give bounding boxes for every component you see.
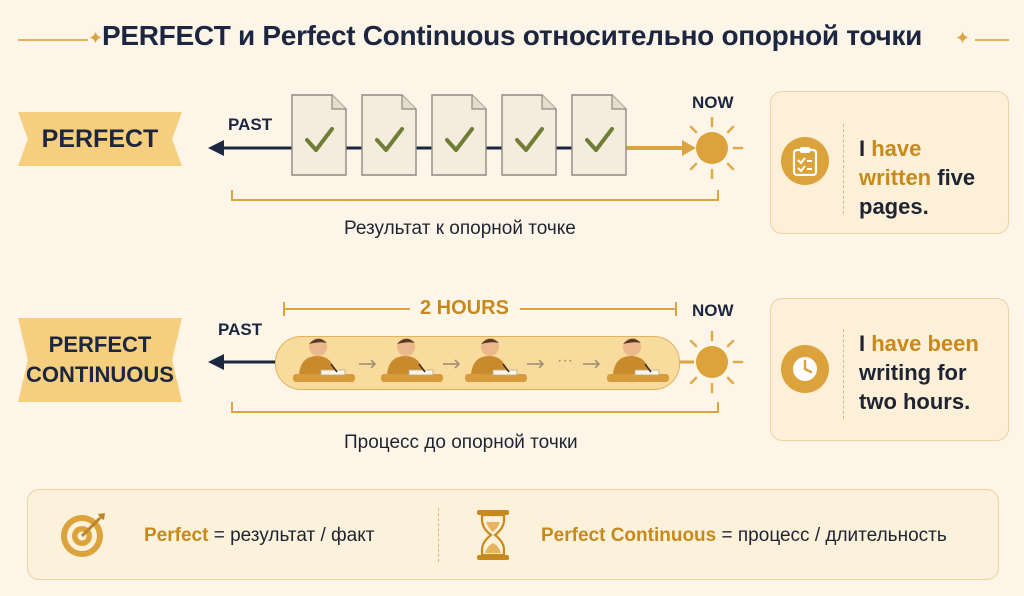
sparkle-icon-left: ✦ — [88, 28, 104, 48]
perfect-now-arrowhead — [682, 140, 696, 156]
perfect-banner-label: PERFECT — [41, 124, 159, 153]
writing-person-icon — [293, 338, 355, 382]
duration-bar — [283, 302, 677, 316]
perfect-card-divider — [843, 124, 844, 214]
duration-label: 2 HOURS — [420, 297, 509, 319]
perfect-continuous-banner-line1: PERFECT — [48, 332, 152, 357]
page-check-icon — [501, 94, 557, 176]
continuous-card-divider — [843, 329, 844, 419]
perfect-banner: PERFECT — [18, 112, 182, 166]
perfect-past-label: PAST — [228, 115, 273, 134]
continuous-now-sun — [680, 330, 744, 394]
perfect-now-label: NOW — [692, 93, 734, 112]
target-icon — [58, 510, 108, 565]
perfect-caption: Результат к опорной точке — [344, 218, 576, 239]
continuous-timeline-arrow — [208, 354, 280, 370]
summary-left-text: Perfect = результат / факт — [144, 525, 375, 546]
title-rule-right — [975, 39, 1009, 41]
continuous-caption: Процесс до опорной точки — [344, 432, 578, 453]
perfect-continuous-banner-line2: CONTINUOUS — [26, 362, 174, 387]
sparkle-icon-right: ✦ — [955, 28, 971, 48]
writing-person-icon — [381, 338, 443, 382]
sun-icon — [689, 116, 744, 180]
perfect-past-arrowhead — [208, 140, 224, 156]
perfect-bracket — [231, 190, 719, 201]
title-rule-left — [18, 39, 88, 41]
summary-bar: Perfect = результат / факт Perfect Conti… — [27, 489, 999, 580]
page-check-icon — [361, 94, 417, 176]
page-check-icon — [571, 94, 627, 176]
summary-divider — [438, 508, 439, 562]
continuous-past-label: PAST — [218, 320, 263, 339]
hourglass-icon — [475, 508, 511, 567]
process-sequence — [293, 338, 669, 382]
process-ellipsis: ··· — [557, 352, 573, 369]
continuous-bracket — [231, 402, 719, 413]
perfect-example-card: I have written five pages. — [770, 91, 1009, 234]
continuous-past-arrowhead — [208, 354, 224, 370]
writing-person-icon — [465, 338, 527, 382]
clock-icon — [781, 345, 829, 393]
continuous-example-sentence: I have been writing for two hours. — [859, 331, 979, 414]
page-title: PERFECT и Perfect Continuous относительн… — [101, 20, 923, 51]
clipboard-check-icon — [781, 137, 829, 185]
perfect-example-sentence: I have written five pages. — [859, 136, 976, 219]
perfect-timeline — [208, 94, 744, 201]
summary-right-text: Perfect Continuous = процесс / длительно… — [541, 525, 947, 546]
page-check-icon — [291, 94, 347, 176]
continuous-example-card: I have been writing for two hours. — [770, 298, 1009, 441]
sun-icon — [689, 330, 744, 394]
writing-person-icon — [607, 338, 669, 382]
continuous-now-label: NOW — [692, 301, 734, 320]
perfect-continuous-banner: PERFECT CONTINUOUS — [18, 318, 182, 402]
page-check-icon — [431, 94, 487, 176]
